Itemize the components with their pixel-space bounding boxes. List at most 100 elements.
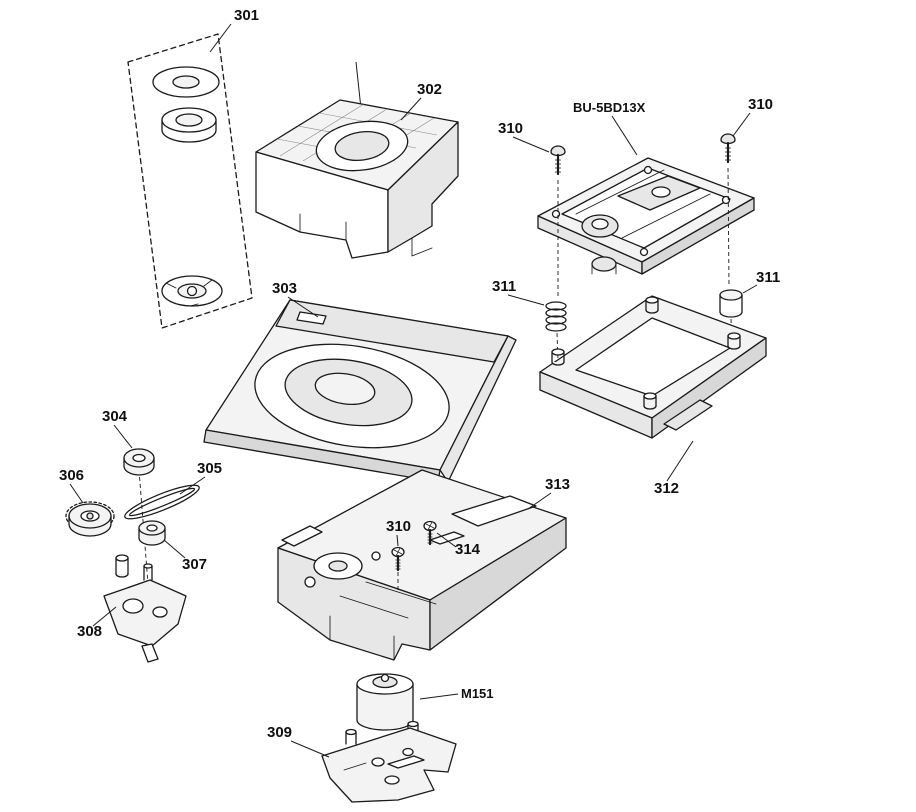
plate-screw-4 <box>639 247 649 257</box>
part-309-bottom-bracket <box>321 720 457 803</box>
leader-lines <box>69 23 758 758</box>
leader-308 <box>92 606 117 627</box>
label-304: 304 <box>102 408 128 425</box>
washer-lower-hole <box>175 113 203 127</box>
label-313: 313 <box>545 476 570 493</box>
bracket-308-foot <box>141 643 159 663</box>
tray-disc-recess <box>254 343 450 449</box>
motor-shaft <box>380 673 390 683</box>
label-310-center: 310 <box>386 518 411 535</box>
base-hole-1 <box>304 576 316 588</box>
washer-top-hole <box>172 75 200 89</box>
label-314: 314 <box>455 541 481 558</box>
leader-313 <box>527 492 552 510</box>
bracket-pin-left-top <box>115 554 129 562</box>
label-302: 302 <box>417 81 442 98</box>
bracket-detail <box>343 762 367 771</box>
part-303-disc-tray <box>203 299 517 483</box>
cover-front-details <box>299 213 433 257</box>
leader-311-right <box>742 284 758 294</box>
screw-310-center <box>390 546 406 590</box>
leader-305 <box>179 476 206 495</box>
tray-tab <box>296 311 327 325</box>
label-310-right: 310 <box>748 96 773 113</box>
part-labels: 301 302 BU-5BD13X 310 310 311 311 303 30… <box>59 7 780 741</box>
clamper-hub <box>186 285 198 297</box>
bracket-slot <box>387 755 425 769</box>
label-310-left: 310 <box>498 120 523 137</box>
damper-311-right <box>719 289 743 345</box>
label-m151: M151 <box>461 686 494 701</box>
label-301: 301 <box>234 7 259 24</box>
leader-303 <box>287 296 319 318</box>
cover-opening-inner <box>334 130 390 162</box>
bracket-pin-right <box>143 565 153 581</box>
base-turntable-hub <box>328 560 348 572</box>
base-left-tab <box>281 525 323 547</box>
pickup-plate-edge-right <box>641 197 755 275</box>
leader-309 <box>290 740 330 758</box>
bracket-hole-3 <box>384 775 400 785</box>
label-312: 312 <box>654 480 679 497</box>
label-309: 309 <box>267 724 292 741</box>
label-bu5bd13x: BU-5BD13X <box>573 100 646 115</box>
spindle-hub <box>591 218 609 230</box>
base-cutout <box>451 495 537 527</box>
feed-motor <box>591 256 617 272</box>
tray-back-strip <box>275 299 509 363</box>
leader-310-left <box>512 136 550 153</box>
plate-screw-2 <box>643 165 653 175</box>
screw-310-right <box>719 132 737 287</box>
label-308: 308 <box>77 623 102 640</box>
bracket-308-body <box>103 579 187 647</box>
part-bu5bd13x-pickup-assembly <box>537 157 755 275</box>
bracket-pin-right-top <box>143 563 153 569</box>
bracket-pin-2-top <box>407 720 419 728</box>
part-306-gear-pulley <box>65 501 115 537</box>
plate-screw-3 <box>721 195 731 205</box>
leader-307 <box>163 539 186 559</box>
leader-302 <box>400 97 422 121</box>
screw-310-left <box>549 144 567 298</box>
base-cutout-2 <box>429 531 465 545</box>
part-308-motor-bracket <box>103 554 187 663</box>
label-303: 303 <box>272 280 297 297</box>
feed-motor-sides <box>591 263 617 275</box>
bracket-hole-1 <box>371 757 385 767</box>
label-306: 306 <box>59 467 84 484</box>
clamper-notches <box>165 279 213 307</box>
part-305-belt <box>124 484 200 520</box>
part-307-pulley <box>138 520 166 546</box>
part-312-chassis-frame <box>539 295 767 439</box>
leader-m151 <box>419 693 459 700</box>
leader-314 <box>436 532 457 548</box>
part-313-mechanism-base <box>277 469 567 661</box>
dashed-box <box>127 33 253 329</box>
bracket-hole-2 <box>402 747 414 757</box>
bracket-pin-1-top <box>345 728 357 736</box>
bracket-308-hole-2 <box>152 606 168 618</box>
bracket-pin-1 <box>345 731 357 745</box>
part-m151-spindle-motor <box>356 673 414 731</box>
label-311-right: 311 <box>756 269 780 286</box>
label-307: 307 <box>182 556 207 573</box>
label-311-left: 311 <box>492 278 516 295</box>
leader-310-center <box>396 534 399 547</box>
frame-tab <box>663 399 713 431</box>
leader-306 <box>69 483 84 504</box>
leader-311-left <box>507 294 545 306</box>
leader-bu5bd13x <box>611 115 638 156</box>
base-detail-lines <box>329 581 437 661</box>
base-right-face <box>429 517 567 651</box>
leader-312 <box>666 440 694 482</box>
leader-310-right <box>732 112 751 137</box>
bracket-pin-left <box>115 557 129 575</box>
part-301-clamper-group <box>127 33 253 329</box>
cover-right-face <box>387 121 459 253</box>
part-302-top-cover <box>255 61 459 259</box>
leader-304 <box>113 424 133 449</box>
pickup-lens <box>651 186 671 198</box>
bracket-308-hole-1 <box>122 598 144 614</box>
